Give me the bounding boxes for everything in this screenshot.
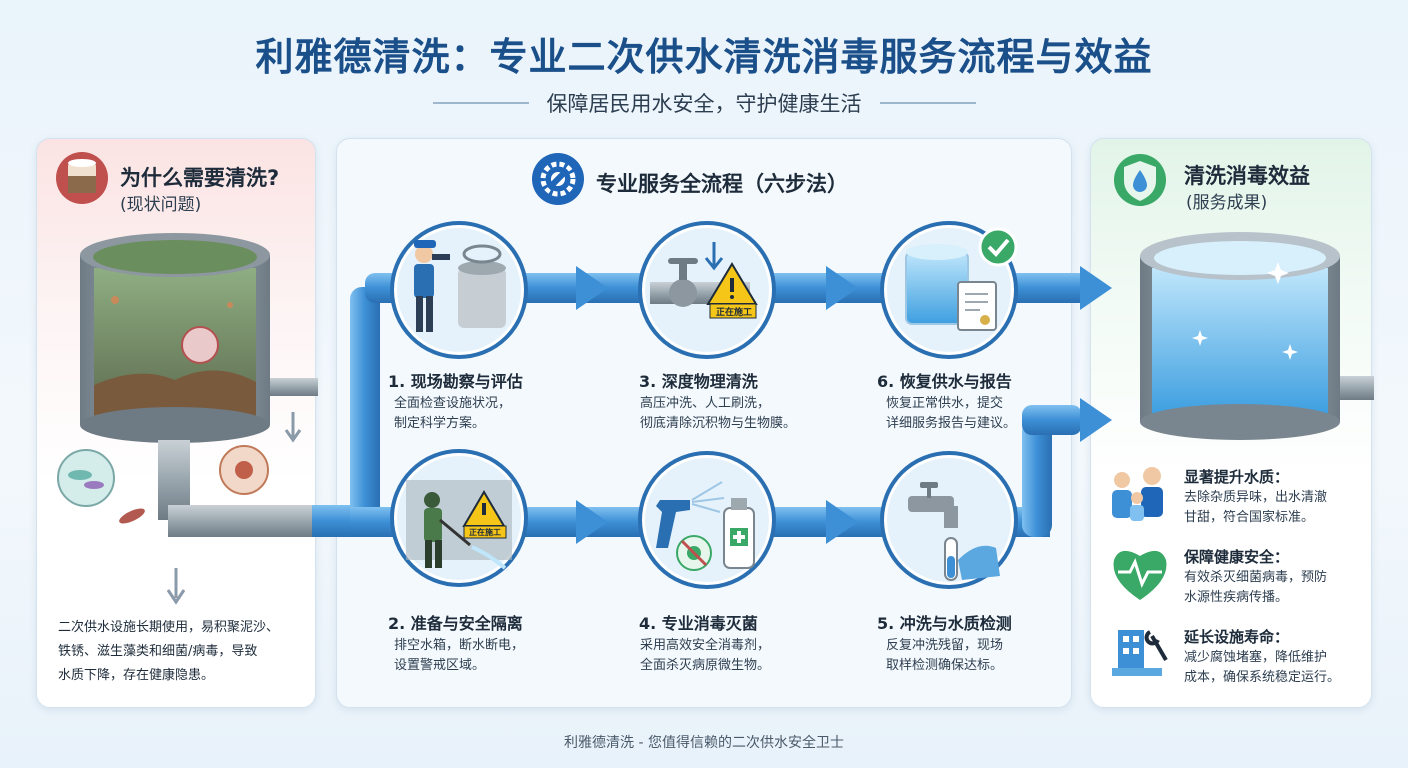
step-6-label: 6. 恢复供水与报告 [877,372,1012,391]
building-wrench-icon [1112,630,1168,676]
step4-illustration [638,451,776,589]
step-3-line: 高压冲洗、人工刷洗， [640,396,771,411]
warning-sign-text-bottom: 正在施工 [469,528,501,537]
step3-illustration [638,221,776,359]
step-4-line: 全面杀灭病原微生物。 [640,658,771,673]
step-1-desc: 全面检查设施状况， 制定科学方案。 [394,394,511,434]
subtitle-row: 保障居民用水安全，守护健康生活 [0,88,1408,118]
step-3-line: 彻底清除沉积物与生物膜。 [640,416,797,431]
benefit-2-line: 水源性疾病传播。 [1184,590,1289,605]
page-title: 利雅德清洗：专业二次供水清洗消毒服务流程与效益 [255,35,1153,79]
benefit-subtitle: (服务成果) [1186,193,1268,213]
step-5-line: 反复冲洗残留，现场 [886,638,1004,653]
benefit-3-line: 成本，确保系统稳定运行。 [1184,670,1341,685]
benefit-3-line: 减少腐蚀堵塞，降低维护 [1184,650,1328,665]
step-4-line: 采用高效安全消毒剂， [640,638,771,653]
step-3-label: 3. 深度物理清洗 [639,372,758,391]
dirty-tank-icon [56,152,108,204]
problem-line: 铁锈、滋生藻类和细菌/病毒，导致 [58,644,258,659]
benefit-1-line: 去除杂质异味，出水清澈 [1184,490,1328,505]
step-2-desc: 排空水箱，断水断电， 设置警戒区域。 [394,636,524,676]
benefit-2-title: 保障健康安全： [1184,548,1290,566]
step-5-label: 5. 冲洗与水质检测 [877,614,1012,633]
step-3-desc: 高压冲洗、人工刷洗， 彻底清除沉积物与生物膜。 [640,394,796,434]
step6-illustration [880,221,1018,359]
step-5-line: 取样检测确保达标。 [886,658,1004,673]
problem-subtitle: (现状问题) [120,195,202,215]
subtitle-line-left [432,102,529,104]
step-5-desc: 反复冲洗残留，现场 取样检测确保达标。 [886,636,1003,676]
problem-title: 为什么需要清洗? [120,166,280,190]
problem-description: 二次供水设施长期使用，易积聚泥沙、 铁锈、滋生藻类和细菌/病毒，导致 水质下降，… [58,616,279,688]
step-6-line: 详细服务报告与建议。 [886,416,1017,431]
benefit-2-desc: 有效杀灭细菌病毒，预防 水源性疾病传播。 [1184,568,1327,608]
step-2-label: 2. 准备与安全隔离 [388,614,523,633]
benefit-3-title: 延长设施寿命： [1184,628,1290,646]
step-4-label: 4. 专业消毒灭菌 [639,614,758,633]
problem-line: 水质下降，存在健康隐患。 [58,668,215,683]
process-title: 专业服务全流程（六步法） [596,172,848,196]
dirty-tank-illustration [57,233,318,605]
subtitle-line-right [879,102,976,104]
step-6-desc: 恢复正常供水，提交 详细服务报告与建议。 [886,394,1016,434]
step-1-line: 制定科学方案。 [394,416,486,431]
step-2-line: 设置警戒区域。 [394,658,486,673]
step-1-line: 全面检查设施状况， [394,396,512,411]
page-subtitle: 保障居民用水安全，守护健康生活 [546,92,862,116]
step5-illustration [880,451,1018,589]
benefit-title: 清洗消毒效益 [1184,164,1310,188]
benefit-2-line: 有效杀灭细菌病毒，预防 [1184,570,1328,585]
benefit-1-desc: 去除杂质异味，出水清澈 甘甜，符合国家标准。 [1184,488,1327,528]
step-6-line: 恢复正常供水，提交 [886,396,1004,411]
step1-illustration [390,221,528,359]
step-4-desc: 采用高效安全消毒剂， 全面杀灭病原微生物。 [640,636,770,676]
step-1-label: 1. 现场勘察与评估 [388,372,523,391]
benefit-1-title: 显著提升水质： [1184,468,1290,486]
benefit-3-desc: 减少腐蚀堵塞，降低维护 成本，确保系统稳定运行。 [1184,648,1340,688]
checkmark-icon [978,227,1018,267]
problem-line: 二次供水设施长期使用，易积聚泥沙、 [58,620,280,635]
family-icon [1112,467,1163,521]
heart-pulse-icon [1113,550,1167,600]
benefit-1-line: 甘甜，符合国家标准。 [1184,510,1315,525]
warning-sign-text-top: 正在施工 [715,308,752,318]
gear-wrench-icon [532,153,584,205]
step-2-line: 排空水箱，断水断电， [394,638,525,653]
clean-tank-illustration [1140,232,1374,440]
shield-drop-icon [1114,154,1166,206]
step2-illustration [390,449,528,587]
footer-tagline: 利雅德清洗 - 您值得信赖的二次供水安全卫士 [564,735,844,751]
